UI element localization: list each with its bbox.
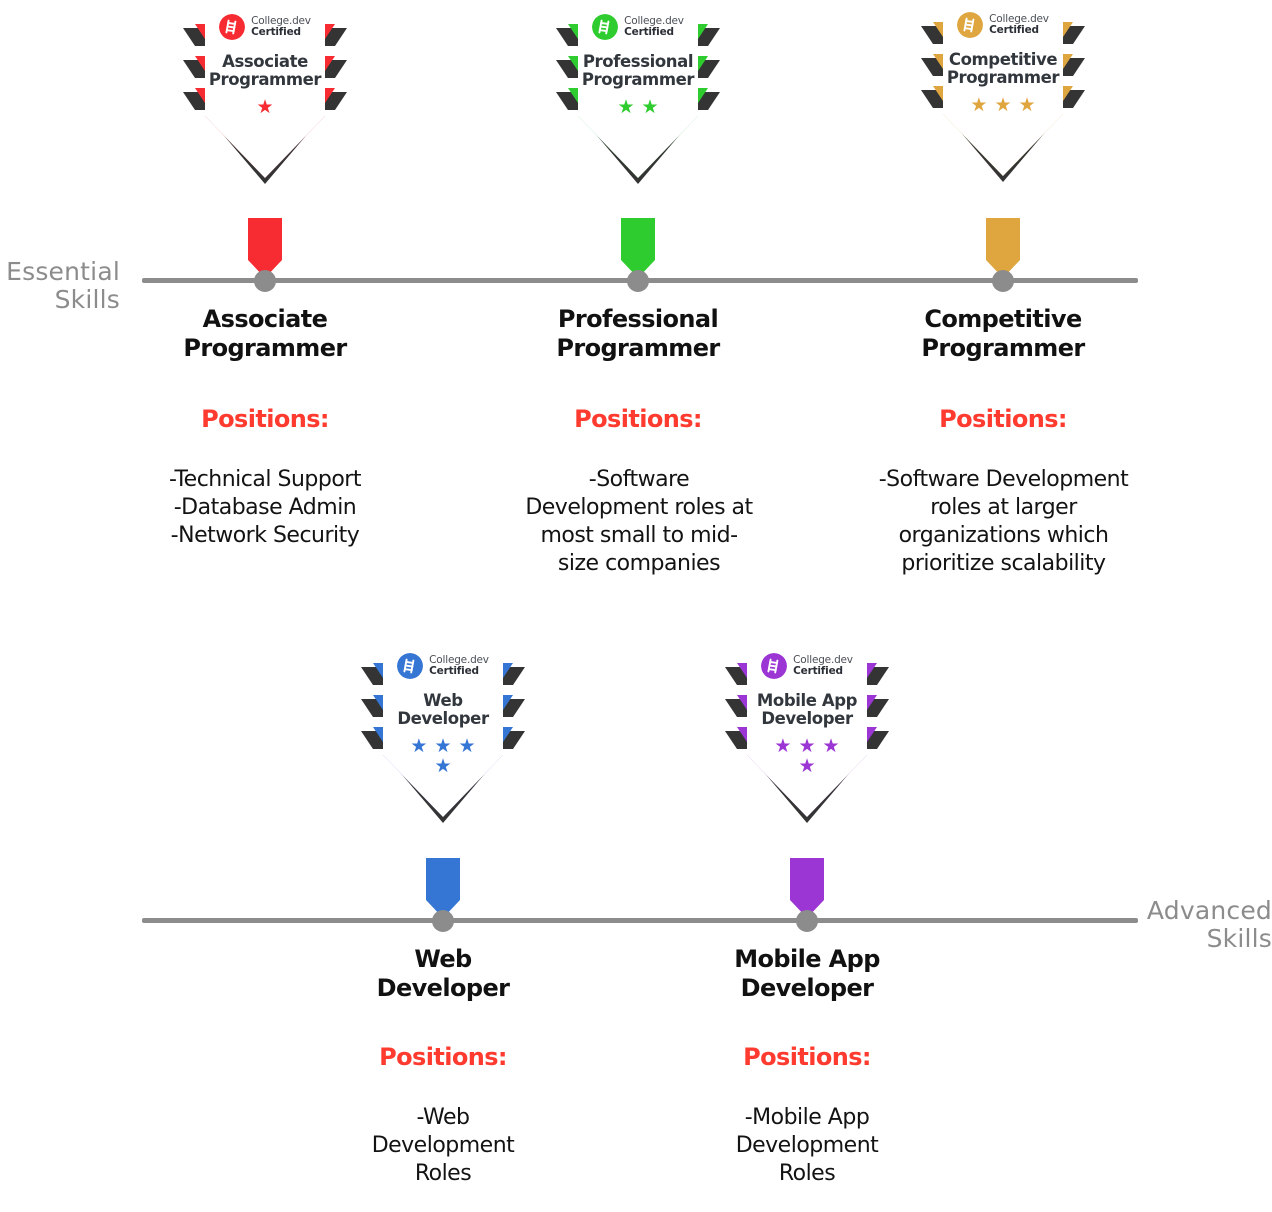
- badge-web-developer[interactable]: College.dev Certified Web Developer ★ ★ …: [343, 637, 543, 837]
- positions-body-professional-programmer: -Software Development roles at most smal…: [525, 467, 753, 577]
- timeline-advanced-line: [142, 918, 1138, 923]
- badge-associate-programmer[interactable]: College.dev Certified Associate Programm…: [165, 0, 365, 198]
- badge-graphic: [538, 0, 738, 198]
- timeline-dot-competitive-programmer[interactable]: [992, 270, 1014, 292]
- badge-graphic: [707, 637, 907, 837]
- node-title-competitive-programmer: Competitive Programmer: [921, 305, 1085, 362]
- badge-professional-programmer[interactable]: College.dev Certified Professional Progr…: [538, 0, 738, 198]
- pennant-mobile-app-developer: [790, 858, 824, 918]
- positions-heading-associate-programmer: Positions:: [201, 405, 329, 433]
- timeline-dot-mobile-app-developer[interactable]: [796, 910, 818, 932]
- node-title-web-developer: Web Developer: [376, 945, 510, 1002]
- badge-graphic: [165, 0, 365, 198]
- positions-body-web-developer: -Web Development Roles: [371, 1105, 515, 1187]
- timeline-dot-professional-programmer[interactable]: [627, 270, 649, 292]
- node-title-associate-programmer: Associate Programmer: [183, 305, 347, 362]
- timeline-dot-web-developer[interactable]: [432, 910, 454, 932]
- positions-heading-web-developer: Positions:: [379, 1043, 507, 1071]
- badge-mobile-app-developer[interactable]: College.dev Certified Mobile App Develop…: [707, 637, 907, 837]
- node-title-professional-programmer: Professional Programmer: [556, 305, 720, 362]
- axis-label-essential: Essential Skills: [6, 257, 120, 314]
- badge-competitive-programmer[interactable]: College.dev Certified Competitive Progra…: [903, 0, 1103, 196]
- badge-graphic: [903, 0, 1103, 196]
- pennant-professional-programmer: [621, 218, 655, 278]
- positions-heading-professional-programmer: Positions:: [574, 405, 702, 433]
- pennant-web-developer: [426, 858, 460, 918]
- pennant-associate-programmer: [248, 218, 282, 278]
- node-title-mobile-app-developer: Mobile App Developer: [734, 945, 880, 1002]
- positions-heading-mobile-app-developer: Positions:: [743, 1043, 871, 1071]
- positions-body-competitive-programmer: -Software Development roles at larger or…: [878, 467, 1129, 577]
- axis-label-advanced: Advanced Skills: [1146, 896, 1272, 953]
- positions-body-mobile-app-developer: -Mobile App Development Roles: [735, 1105, 879, 1187]
- positions-heading-competitive-programmer: Positions:: [939, 405, 1067, 433]
- badge-graphic: [343, 637, 543, 837]
- pennant-competitive-programmer: [986, 218, 1020, 278]
- timeline-dot-associate-programmer[interactable]: [254, 270, 276, 292]
- positions-body-associate-programmer: -Technical Support -Database Admin -Netw…: [169, 467, 361, 549]
